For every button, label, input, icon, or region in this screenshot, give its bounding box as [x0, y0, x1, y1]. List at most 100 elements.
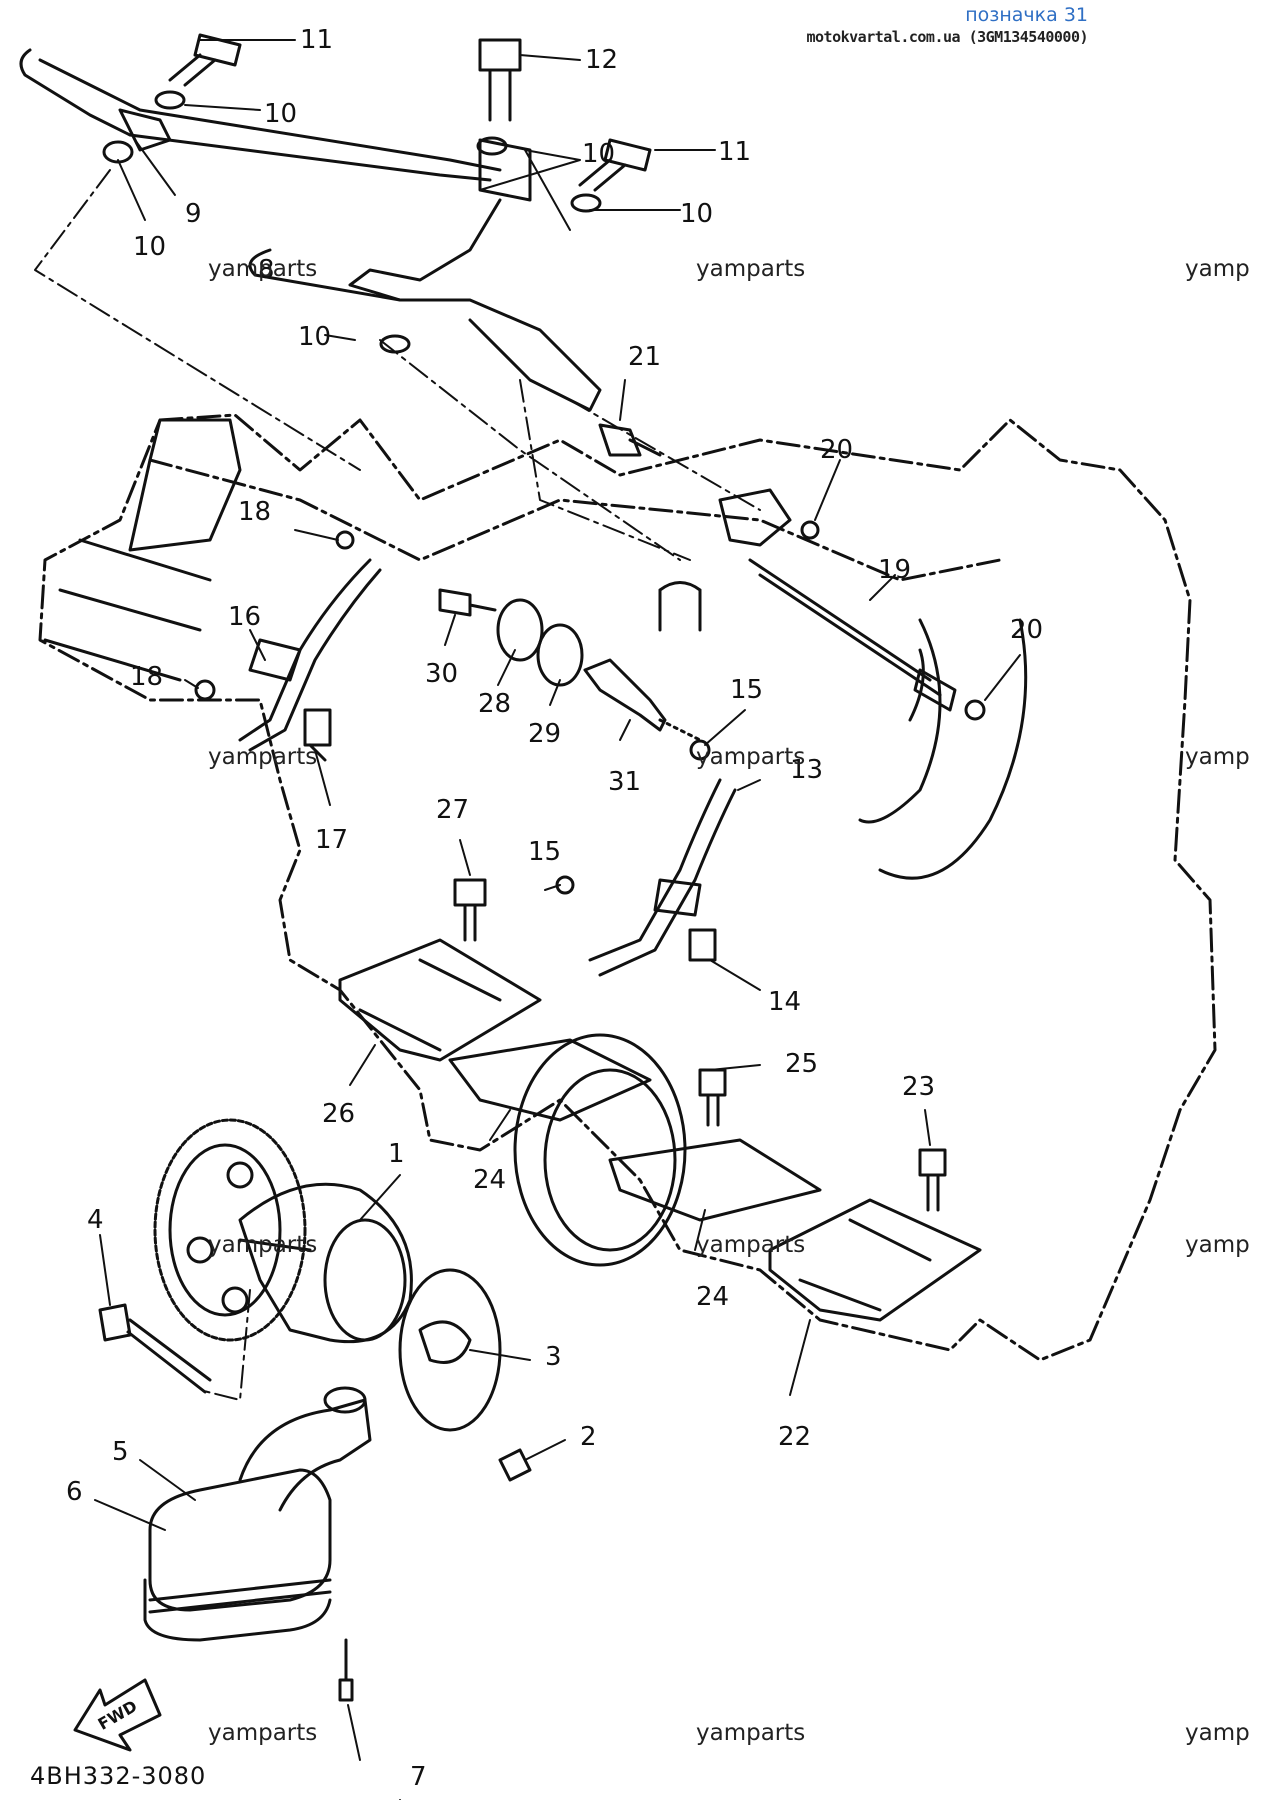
callout-14: 14	[768, 987, 801, 1017]
oil-pipe-16-clamp	[248, 638, 302, 682]
callout-30: 30	[425, 659, 458, 689]
crank-pulley-inner	[543, 1068, 677, 1252]
watermark: yamp	[1185, 1720, 1250, 1746]
strainer-gasket-6	[143, 1578, 332, 1642]
callout-18-a: 18	[238, 497, 271, 527]
pump-cover-3	[398, 1268, 502, 1432]
oil-strainer-5	[148, 1468, 332, 1612]
crankcase-outline	[38, 413, 1217, 1362]
callout-10-d: 10	[133, 232, 166, 262]
oil-strainer-pipe	[238, 1398, 372, 1512]
callout-9: 9	[185, 199, 202, 229]
callout-29: 29	[528, 719, 561, 749]
watermark: yamparts	[696, 1720, 806, 1746]
callout-31: 31	[608, 767, 641, 797]
callout-19: 19	[878, 555, 911, 585]
left-cylinder-fins	[43, 538, 212, 682]
bolt-4	[98, 1303, 212, 1394]
callout-labels: 11 10 12 10 11 10 9 10 8 10 21 20 18 19 …	[66, 25, 1043, 1792]
callout-10-e: 10	[298, 322, 331, 352]
oil-pipe-13-clamp	[653, 878, 702, 917]
baffle-plate-26	[338, 938, 542, 1062]
callout-3: 3	[545, 1342, 562, 1372]
callout-5: 5	[112, 1437, 129, 1467]
pipe-loop-left	[248, 248, 402, 302]
oil-pipe-19	[748, 558, 942, 697]
oil-delivery-pipe-lower	[348, 198, 602, 412]
oring-18-b	[194, 679, 216, 701]
fwd-arrow-shape	[73, 1678, 162, 1752]
dowel-2	[498, 1448, 532, 1482]
oring-15-a	[689, 739, 711, 761]
callout-10-a: 10	[264, 99, 297, 129]
callout-18-b: 18	[130, 662, 163, 692]
union-bolt-14	[688, 928, 717, 962]
callout-12: 12	[585, 45, 618, 75]
plate-29	[536, 623, 584, 687]
diagram-code: 4BH332-3080	[30, 1762, 207, 1790]
callout-25: 25	[785, 1049, 818, 1079]
callout-24-b: 24	[696, 1282, 729, 1312]
callout-1: 1	[388, 1139, 405, 1169]
oring-20-b	[964, 699, 986, 721]
callout-7: 7	[410, 1762, 427, 1792]
bolt-27	[453, 878, 487, 942]
washer-10-a	[154, 90, 186, 110]
bolt-11-a	[168, 33, 242, 87]
bolt-25	[698, 1068, 727, 1127]
callout-22: 22	[778, 1422, 811, 1452]
banjo-fitting-9	[118, 108, 172, 152]
watermark: yamp	[1185, 744, 1250, 770]
watermark: yamparts	[208, 256, 318, 282]
pin-31	[583, 658, 667, 732]
watermark: yamparts	[208, 1720, 318, 1746]
banjo-fitting-19-end	[913, 668, 957, 712]
callout-24-a: 24	[473, 1165, 506, 1195]
clutch-cover-outer	[878, 618, 1028, 880]
watermark: yamparts	[696, 744, 806, 770]
oil-pump-drive-gear	[153, 1118, 307, 1342]
crank-pulley-outer	[513, 1033, 687, 1267]
callout-17: 17	[315, 825, 348, 855]
bolt-11-b	[578, 138, 652, 192]
pump-shaft	[238, 1238, 312, 1252]
oil-pipe-13	[588, 778, 737, 977]
callout-15-a: 15	[730, 675, 763, 705]
washer-10-b	[102, 140, 134, 164]
callout-28: 28	[478, 689, 511, 719]
callout-15-b: 15	[528, 837, 561, 867]
callout-10-b: 10	[582, 139, 615, 169]
watermark: yamparts	[696, 256, 806, 282]
callout-8: 8	[258, 255, 275, 285]
washer-10-c	[476, 136, 508, 156]
callout-23: 23	[902, 1072, 935, 1102]
bolt-12	[478, 38, 522, 122]
watermark: yamparts	[208, 1232, 318, 1258]
callout-16: 16	[228, 602, 261, 632]
center-boss	[658, 581, 702, 632]
callout-11-b: 11	[718, 137, 751, 167]
callout-26: 26	[322, 1099, 355, 1129]
callout-11-a: 11	[300, 25, 333, 55]
diagram-reference-title: позначка 31	[965, 4, 1088, 26]
callout-2: 2	[580, 1422, 597, 1452]
oil-delivery-pipe-upper	[38, 58, 502, 172]
baffle-plate-24-a	[448, 1038, 652, 1122]
oring-18-a	[335, 530, 355, 550]
source-caption: motokvartal.com.ua (3GM134540000)	[806, 28, 1088, 46]
callout-4: 4	[87, 1205, 104, 1235]
callout-20-b: 20	[1010, 615, 1043, 645]
banjo-fitting-19-top	[718, 488, 792, 547]
watermark: yamp	[1185, 1232, 1250, 1258]
watermark: yamparts	[696, 1232, 806, 1258]
baffle-plate-24-b	[608, 1138, 822, 1222]
callout-6: 6	[66, 1477, 83, 1507]
washer-10-d	[570, 193, 602, 213]
banjo-fitting-center	[478, 138, 532, 202]
oring-20-a	[800, 520, 820, 540]
union-bolt-17	[303, 708, 332, 762]
baffle-plate-22	[768, 1198, 982, 1322]
clutch-cover-inner	[858, 618, 942, 824]
oil-pipe-16	[238, 558, 382, 752]
